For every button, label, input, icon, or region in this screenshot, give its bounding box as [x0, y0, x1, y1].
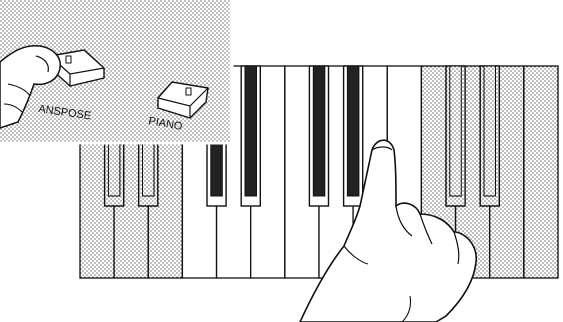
- black-key-top: [347, 66, 359, 196]
- piano-led-icon: [186, 88, 191, 95]
- black-key-top: [245, 66, 257, 196]
- black-key-top: [450, 66, 462, 196]
- transpose-led-icon: [66, 56, 71, 63]
- black-key-top: [313, 66, 325, 196]
- button-inset-panel: ANSPOSE PIANO: [0, 0, 232, 143]
- white-key: [524, 66, 558, 278]
- black-key-top: [484, 66, 496, 196]
